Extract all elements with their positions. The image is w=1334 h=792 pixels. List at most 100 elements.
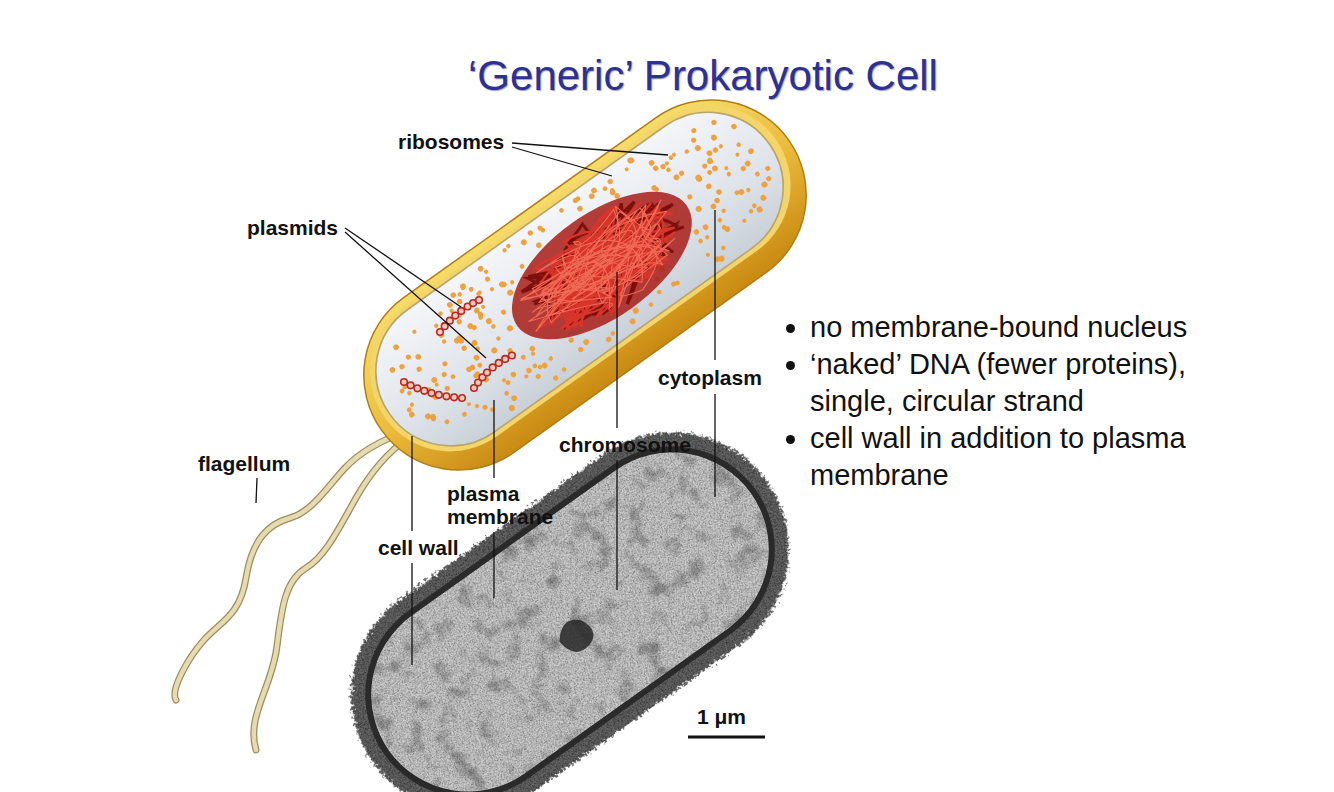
leader-line [411,436,412,531]
slide-title: ‘Generic’ Prokaryotic Cell [36,52,1334,100]
ribosome-dot [711,164,719,172]
ribosome-dot [450,373,456,379]
ribosome-dot [500,309,507,316]
ribosome-dot [480,304,486,310]
ribosome-dot [694,174,702,182]
ribosome-dot [483,269,489,275]
bullet-point: no membrane-bound nucleus [810,309,1230,346]
ribosome-dot [389,366,397,374]
ribosome-dot [690,137,697,144]
ribosome-dot [713,197,721,205]
ribosome-dot [498,280,506,288]
chromosome-mass [487,163,717,368]
ribosome-dot [535,241,543,249]
micrograph [305,386,835,792]
ribosome-dot [519,263,526,270]
ribosome-dot [686,193,693,200]
ribosome-dot [523,373,529,379]
ribosome-dot [631,307,639,315]
ribosome-dot [706,157,714,165]
ribosome-dot [702,223,710,231]
ribosome-dot [624,167,630,173]
ribosome-dot [717,255,725,263]
micrograph-grain [305,386,835,792]
plasmid-ring [476,297,483,304]
leader-line [714,394,715,497]
ribosome-dot [704,234,710,240]
ribosome-dot [735,152,741,158]
plasmid-ring [489,364,496,371]
ribosome-dot [756,206,763,213]
ribosome-dot [751,203,757,209]
ribosome-dot [754,171,761,178]
ribosome-dot [748,208,754,214]
ribosome-dot [501,377,507,383]
ribosome-dot [485,317,493,325]
ribosome-dot [474,403,480,409]
ribosome-dot [720,245,726,251]
leader-line [714,210,715,360]
ribosome-dot [672,173,680,181]
ribosome-dot [712,146,719,153]
part-label: cytoplasm [658,366,762,389]
leader-line [512,147,612,176]
ribosome-dot [694,205,702,213]
ribosome-dot [537,364,543,370]
ribosome-dot [670,280,677,287]
cell-drawing [326,62,843,507]
ribosome-dot [476,362,483,369]
ribosome-dot [561,366,567,372]
plasma-membrane-shape [346,83,812,476]
ribosome-dot [706,149,714,157]
plasmid-ring [452,312,459,319]
plasmid-ring [436,392,443,399]
ribosome-dot [694,144,702,152]
chromosome-strand [504,180,700,355]
ribosome-dot [446,301,454,309]
part-label: plasmids [247,216,338,239]
plasmid-ring [428,390,435,397]
plasmid-ring [502,356,509,363]
ribosome-dot [710,134,718,142]
scale-label: 1 μm [697,705,746,728]
ribosome-dot [648,301,654,307]
ribosome-dot [525,367,533,375]
ribosome-dot [399,388,406,395]
ribosome-dot [741,218,747,224]
ribosome-dot [477,290,483,296]
ribosome-dot [710,203,718,211]
ribosome-dot [489,286,495,292]
ribosome-dot [648,159,656,167]
ribosome-dot [740,165,747,172]
plasmid-ring [407,382,414,389]
micrograph-nucleoid [553,613,599,659]
ribosome-dot [650,184,658,192]
ribosome-dot [461,345,468,352]
leader-line [256,478,257,503]
ribosome-dot [444,418,451,425]
ribosome-dot [490,346,498,354]
ribosome-dot [765,175,772,182]
part-label: chromosome [559,433,691,456]
ribosome-dot [506,324,514,332]
ribosome-dot [759,194,767,202]
ribosome-dot [459,282,467,290]
scale-bar [688,736,765,739]
leader-line [345,228,461,307]
ribosome-dot [605,336,613,344]
leader-line [493,532,494,598]
ribosome-dot [582,338,590,346]
ribosome-dot [508,404,516,412]
ribosome-dot [405,354,412,361]
ribosome-dot [745,187,751,193]
ribosome-dot [484,276,491,283]
plasmid-drawings [401,297,516,402]
ribosome-dot [473,354,481,362]
ribosome-dot [705,183,713,191]
ribosome-dot [520,238,528,246]
ribosome-dot [664,160,670,166]
ribosome-dot [532,363,538,369]
ribosome-dot [502,247,508,253]
ribosome-dot [606,178,613,185]
ribosome-dot [528,345,536,353]
